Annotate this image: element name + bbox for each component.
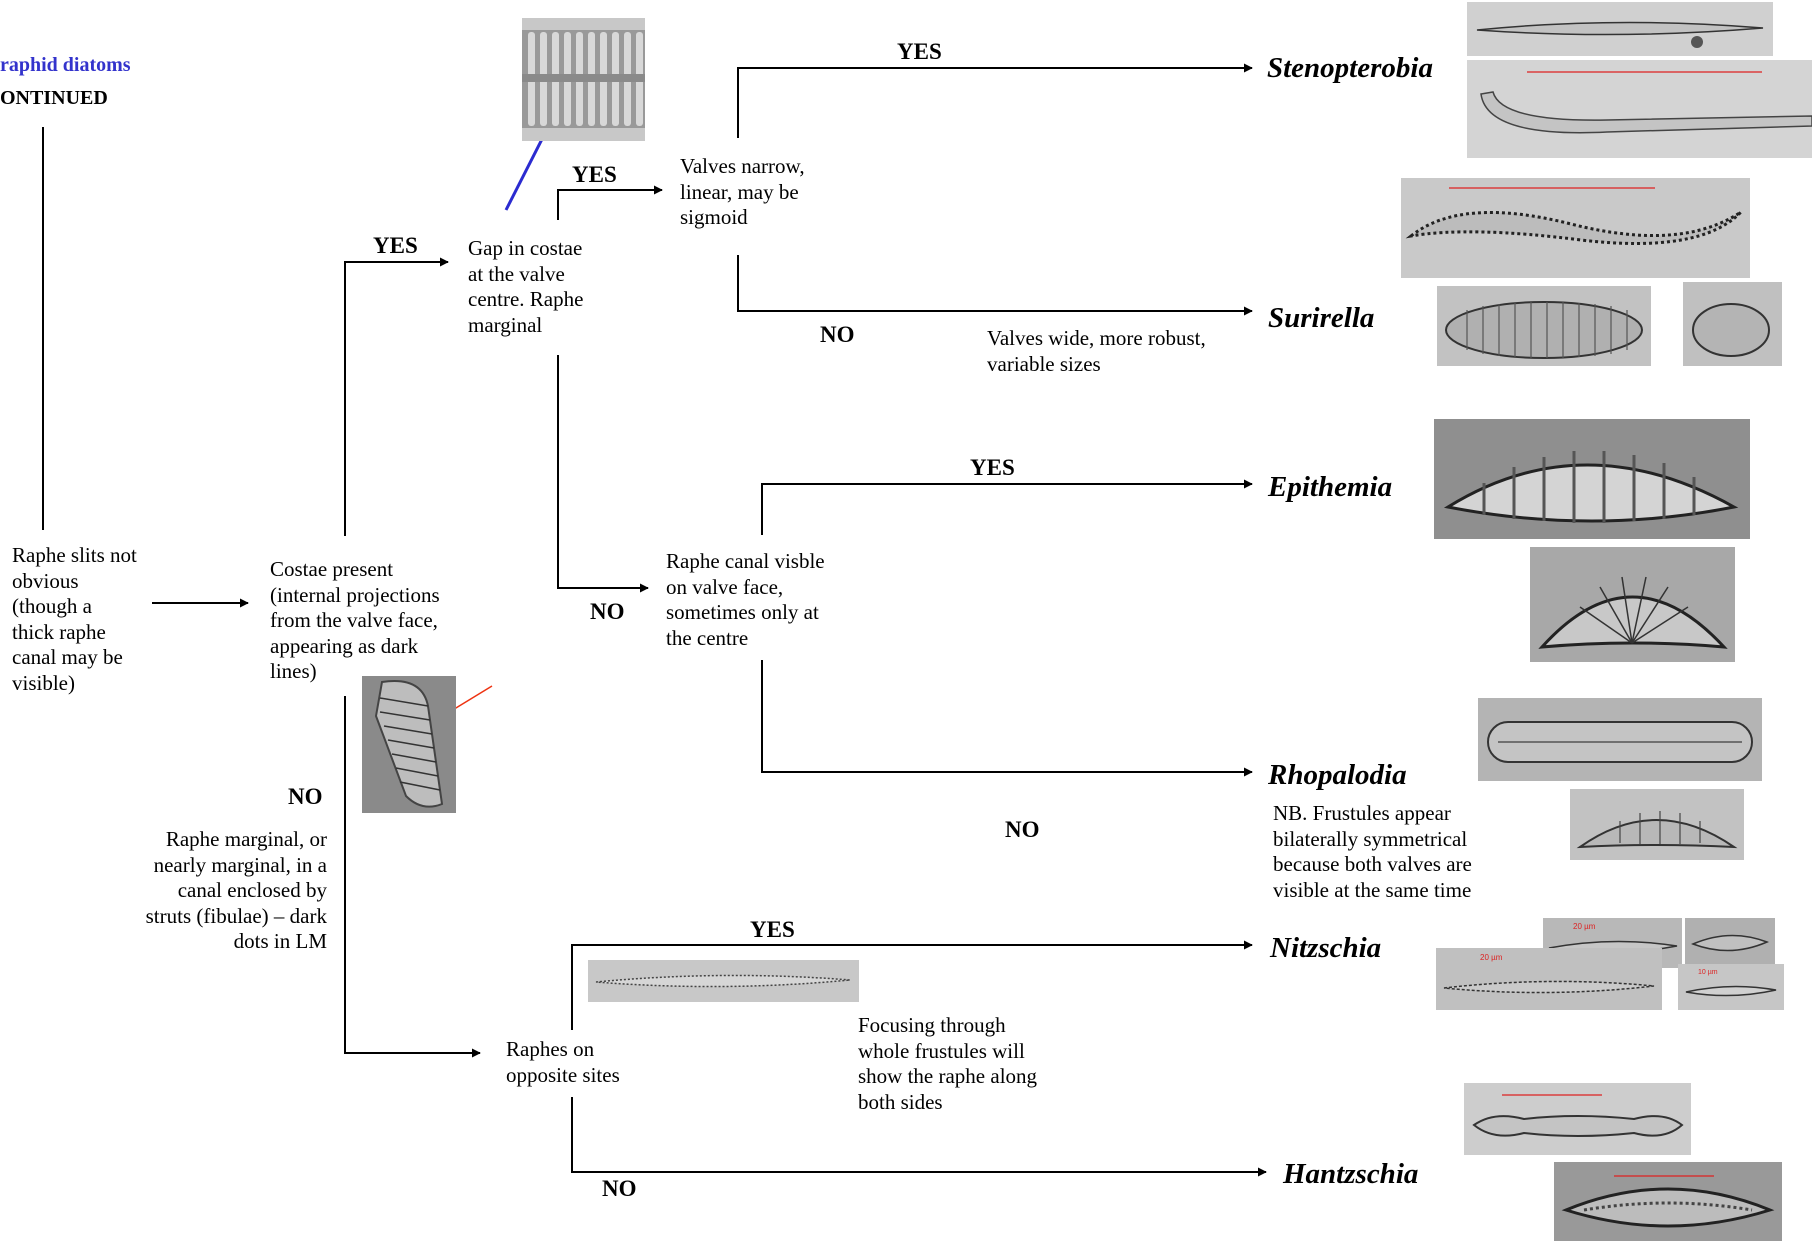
micrograph-epithemia-2: [1530, 547, 1735, 662]
micrograph-surirella-3: [1683, 282, 1782, 366]
micrograph-hantzschia-1: [1464, 1083, 1691, 1155]
scale-bar-label: 20 µm: [1480, 953, 1503, 962]
yes-label-canal: YES: [970, 455, 1015, 480]
micrograph-surirella-2: [1437, 286, 1651, 366]
genus-rhopalodia: Rhopalodia: [1268, 759, 1407, 791]
node-nb-frustules: NB. Frustules appear bilaterally symmetr…: [1273, 801, 1472, 902]
node-raphe-canal-visible: Raphe canal visble on valve face, someti…: [666, 549, 825, 650]
node-focusing-through: Focusing through whole frustules will sh…: [858, 1013, 1038, 1114]
node-raphes-opposite-sites: Raphes on opposite sites: [506, 1037, 620, 1087]
node-gap-in-costae: Gap in costae at the valve centre. Raphe…: [468, 236, 584, 337]
micrograph-stenopterobia-2: [1467, 60, 1812, 158]
micrograph-nitzschia-3: 20 µm: [1436, 948, 1662, 1010]
yes-label-narrow: YES: [897, 39, 942, 64]
micrograph-nitzschia-4: 10 µm: [1678, 964, 1784, 1010]
yes-label-gap: YES: [572, 162, 617, 187]
no-label-canal-lower: NO: [1005, 817, 1040, 842]
node-raphe-slits-not-obvious: Raphe slits not obvious (though a thick …: [12, 543, 137, 695]
genus-stenopterobia: Stenopterobia: [1267, 52, 1433, 84]
node-valves-wide: Valves wide, more robust, variable sizes: [987, 326, 1206, 376]
no-label-opposite: NO: [602, 1176, 637, 1201]
genus-nitzschia: Nitzschia: [1270, 932, 1382, 964]
node-valves-narrow: Valves narrow, linear, may be sigmoid: [680, 154, 805, 229]
micrograph-costae-example: [362, 676, 456, 813]
yes-label-opposite: YES: [750, 917, 795, 942]
micrograph-rhopalodia-1: [1478, 698, 1762, 781]
no-label-costae: NO: [288, 784, 323, 809]
micrograph-surirella-1: [1401, 178, 1750, 278]
yes-label-costae: YES: [373, 233, 418, 258]
scale-bar-label: 10 µm: [1698, 969, 1718, 976]
micrograph-stenopterobia-1: [1467, 2, 1773, 56]
no-label-wide: NO: [820, 322, 855, 347]
node-raphe-marginal: Raphe marginal, or nearly marginal, in a…: [145, 827, 327, 953]
no-label-canal: NO: [590, 599, 625, 624]
header-continued: ONTINUED: [0, 87, 108, 109]
genus-epithemia: Epithemia: [1268, 471, 1393, 503]
micrograph-epithemia-1: [1434, 419, 1750, 539]
scale-bar-label: 20 µm: [1573, 922, 1596, 931]
node-costae-present: Costae present (internal projections fro…: [270, 557, 440, 683]
micrograph-hantzschia-2: [1554, 1162, 1782, 1241]
micrograph-rhopalodia-2: [1570, 789, 1744, 860]
genus-hantzschia: Hantzschia: [1283, 1158, 1419, 1190]
genus-surirella: Surirella: [1268, 302, 1375, 334]
micrograph-raphes-opposite: [588, 960, 859, 1002]
header-title: raphid diatoms: [0, 54, 131, 76]
micrograph-costae-gap: [522, 18, 645, 141]
micrograph-nitzschia-2: [1685, 918, 1775, 968]
